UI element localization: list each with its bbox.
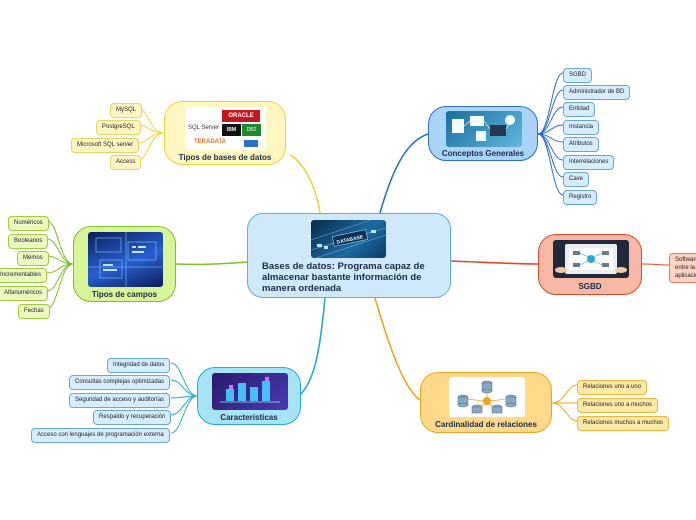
leaf-alfanumericos[interactable]: Alfanuméricos <box>0 286 49 301</box>
leaf-access[interactable]: Access <box>110 155 142 170</box>
leaf-booleanos[interactable]: Booleanos <box>8 234 49 249</box>
leaf-mysql[interactable]: MySQL <box>110 103 143 118</box>
branch-cardinalidad-de-relaciones[interactable]: Cardinalidad de relaciones <box>420 372 552 433</box>
leaf-relaciones-uno-a-muchos[interactable]: Relaciones uno a muchos <box>577 398 659 413</box>
caracteristicas-image <box>212 373 288 410</box>
leaf-numericos[interactable]: Numéricos <box>8 216 49 231</box>
leaf-seguridad-de-acceso[interactable]: Seguridad de acceso y auditorías <box>69 393 171 408</box>
cardinalidad-image <box>449 377 525 417</box>
conceptos-generales-label: Conceptos Generales <box>441 149 525 158</box>
leaf-relaciones-uno-a-uno[interactable]: Relaciones uno a uno <box>577 380 648 395</box>
leaf-memos[interactable]: Memos <box>17 251 49 266</box>
leaf-incrementables[interactable]: Incrementables <box>0 268 48 283</box>
leaf-registro[interactable]: Registro <box>563 190 598 205</box>
leaf-fechas[interactable]: Fechas <box>18 304 50 319</box>
leaf-sgbd[interactable]: SGBD <box>563 68 593 83</box>
leaf-integridad-de-datos[interactable]: Integridad de datos <box>107 358 171 373</box>
sgbd-image <box>553 240 629 278</box>
database-image-label: DATABASE <box>336 234 364 246</box>
database-image: DATABASE <box>311 220 386 258</box>
tipos-de-campos-label: Tipos de campos <box>91 290 158 299</box>
leaf-relaciones-muchos-a-muchos[interactable]: Relaciones muchos a muchos <box>577 416 670 431</box>
sql-server-logo: SQL Server <box>188 125 220 131</box>
db2-logo: DB2 <box>242 124 261 136</box>
caracteristicas-label: Características <box>220 413 278 422</box>
sgbd-label: SGBD <box>578 282 602 291</box>
leaf-acceso-lenguajes-externa[interactable]: Acceso con lenguajes de programación ext… <box>31 428 170 443</box>
teradata-logo: TERADATA <box>194 139 227 145</box>
leaf-atributos[interactable]: Atributos <box>563 137 599 152</box>
leaf-respaldo-y-recuperacion[interactable]: Respaldo y recuperación <box>93 410 172 425</box>
tipos-bases-de-datos-label: Tipos de bases de datos <box>178 153 272 162</box>
leaf-postgresql[interactable]: PostgreSQL <box>96 120 141 135</box>
cardinalidad-label: Cardinalidad de relaciones <box>435 420 537 429</box>
central-title: Bases de datos: Programa capaz de almace… <box>262 261 425 294</box>
ibm-logo: IBM <box>222 124 241 136</box>
leaf-microsoft-sql-server[interactable]: Microsoft SQL server <box>71 138 140 153</box>
oracle-logo: ORACLE <box>222 110 260 122</box>
database-illustration: DATABASE <box>311 220 386 258</box>
branch-sgbd[interactable]: SGBD <box>538 234 642 295</box>
branch-tipos-de-campos[interactable]: Tipos de campos <box>73 226 176 302</box>
database-logos-image: SQL Server ORACLE IBM DB2 TERADATA <box>186 107 266 150</box>
branch-tipos-bases-de-datos[interactable]: SQL Server ORACLE IBM DB2 TERADATA Tipos… <box>164 101 286 165</box>
sap-logo <box>244 140 258 147</box>
leaf-interrelaciones[interactable]: Interrelaciones <box>563 155 615 170</box>
tipos-campos-image <box>88 232 163 287</box>
leaf-cave[interactable]: Cave <box>563 172 590 187</box>
central-topic[interactable]: DATABASE Bases de datos: Programa capaz … <box>247 213 451 298</box>
conceptos-image <box>446 111 522 147</box>
branch-caracteristicas[interactable]: Características <box>197 367 301 425</box>
branch-conceptos-generales[interactable]: Conceptos Generales <box>428 106 538 161</box>
leaf-entidad[interactable]: Entidad <box>563 102 596 117</box>
leaf-administrador-de-bd[interactable]: Administrador de BD <box>563 85 631 100</box>
leaf-instancia[interactable]: Instancia <box>563 120 600 135</box>
leaf-consultas-complejas[interactable]: Consultas complejas optimizadas <box>69 375 171 390</box>
